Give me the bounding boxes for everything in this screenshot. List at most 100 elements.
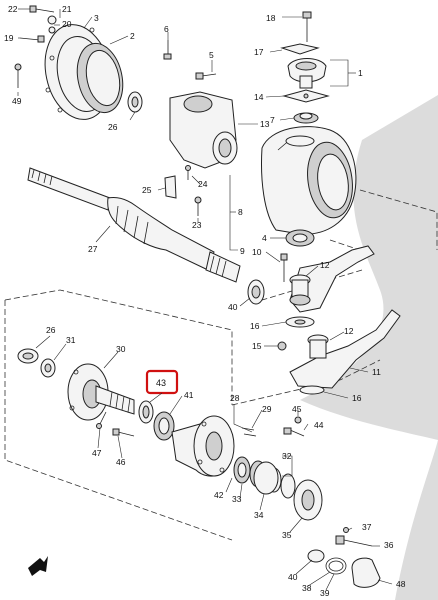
bolt-49 <box>14 63 22 88</box>
callout-26-lower: 26 <box>46 325 56 335</box>
callout-7: 7 <box>270 115 275 125</box>
callout-22: 22 <box>8 4 18 14</box>
callout-30: 30 <box>116 344 126 354</box>
nut-16-lower <box>299 385 325 395</box>
callout-20: 20 <box>62 19 72 29</box>
seal-31 <box>40 358 56 378</box>
callout-41: 41 <box>184 390 194 400</box>
callout-49: 49 <box>12 96 22 106</box>
callout-48: 48 <box>396 579 406 589</box>
callout-5: 5 <box>209 50 214 60</box>
bracket-17 <box>280 43 320 55</box>
bearing-7 <box>293 112 319 124</box>
bearing-41 <box>153 411 175 441</box>
callout-39: 39 <box>320 588 330 598</box>
stud-28-29 <box>241 427 257 437</box>
bolt-46 <box>112 428 135 437</box>
watermark <box>300 95 438 600</box>
spindle-30 <box>67 363 135 421</box>
clip-25 <box>164 175 177 199</box>
highlight-label: 43 <box>156 378 166 388</box>
callout-18: 18 <box>266 13 276 23</box>
callout-44: 44 <box>314 420 324 430</box>
seal-40-lower <box>307 549 325 563</box>
callout-27: 27 <box>88 244 98 254</box>
callout-42: 42 <box>214 490 224 500</box>
hub-42 <box>171 415 235 477</box>
shim-14 <box>282 89 330 103</box>
callout-45: 45 <box>292 404 302 414</box>
seal-26-top <box>127 91 143 113</box>
plug-6 <box>163 40 172 60</box>
callout-16-lower: 16 <box>352 393 362 403</box>
callout-19: 19 <box>4 33 14 43</box>
callout-9: 9 <box>240 246 245 256</box>
front-direction-arrow-icon <box>28 556 48 576</box>
bolt-45 <box>294 416 302 424</box>
callout-14: 14 <box>254 92 264 102</box>
washer-21 <box>47 15 57 34</box>
callout-26-top: 26 <box>108 122 118 132</box>
callout-17: 17 <box>254 47 264 57</box>
bolt-22 <box>29 5 55 13</box>
flange-34 <box>253 461 279 495</box>
callout-23: 23 <box>192 220 202 230</box>
callout-12-upper: 12 <box>320 260 330 270</box>
callout-31: 31 <box>66 335 76 345</box>
callout-40-lower: 40 <box>288 572 298 582</box>
callout-29: 29 <box>262 404 272 414</box>
bolt-36-37 <box>335 527 373 547</box>
seal-43 <box>138 400 154 424</box>
callout-36: 36 <box>384 540 394 550</box>
cap-1 <box>287 58 327 89</box>
callout-3: 3 <box>94 13 99 23</box>
callout-labels: 22 21 20 19 3 2 49 26 6 5 18 17 1 14 7 1… <box>4 4 406 598</box>
bolt-44 <box>283 427 305 437</box>
cap-35 <box>293 479 323 521</box>
highlighted-part-callout: 43 <box>145 369 179 403</box>
knuckle-housing-13 <box>169 91 238 169</box>
callout-4: 4 <box>262 233 267 243</box>
callout-8: 8 <box>238 207 243 217</box>
bolt-18 <box>302 11 312 42</box>
nut-16-upper <box>285 316 315 328</box>
callout-33: 33 <box>232 494 242 504</box>
callout-25: 25 <box>142 185 152 195</box>
bolt-19 <box>19 35 45 43</box>
callout-32: 32 <box>282 451 292 461</box>
leader-lines <box>17 8 393 591</box>
callout-15: 15 <box>252 341 262 351</box>
callout-12-lower: 12 <box>344 326 354 336</box>
bolt-15 <box>277 341 287 351</box>
oring-38-39 <box>325 557 347 575</box>
callout-11: 11 <box>372 367 381 377</box>
seal-26-lower <box>17 348 39 364</box>
callout-13: 13 <box>260 119 270 129</box>
callout-47: 47 <box>92 448 102 458</box>
callout-34: 34 <box>254 510 264 520</box>
callout-46: 46 <box>116 457 126 467</box>
drive-shaft-27 <box>27 167 241 283</box>
bolt-47 <box>96 411 107 429</box>
callout-24: 24 <box>198 179 208 189</box>
callout-2: 2 <box>130 31 135 41</box>
callout-40-mid: 40 <box>228 302 238 312</box>
bolt-23 <box>194 196 202 216</box>
callout-10: 10 <box>252 247 262 257</box>
steering-knuckle-8 <box>261 126 357 235</box>
bolt-24 <box>185 165 191 180</box>
seal-40-mid <box>247 279 265 305</box>
bearing-4 <box>285 229 315 247</box>
callout-38: 38 <box>302 583 312 593</box>
callout-21: 21 <box>62 4 72 14</box>
cap-48 <box>351 557 381 588</box>
callout-16-upper: 16 <box>250 321 260 331</box>
callout-28: 28 <box>230 393 240 403</box>
hub-housing <box>44 24 124 120</box>
steering-arm-12-upper <box>289 245 375 313</box>
callout-1: 1 <box>358 68 363 78</box>
bolt-10 <box>280 253 288 282</box>
callout-6: 6 <box>164 24 169 34</box>
bearing-33 <box>233 456 251 484</box>
